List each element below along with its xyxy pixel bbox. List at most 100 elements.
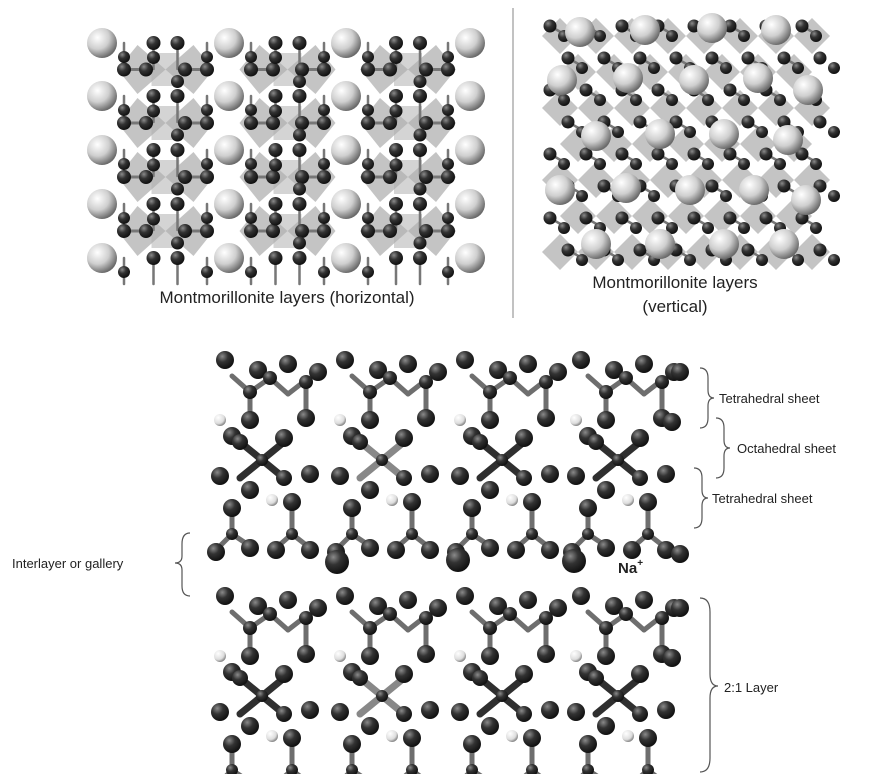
oxygen-atom bbox=[117, 170, 131, 184]
oxygen-atom bbox=[276, 706, 292, 722]
oxygen-atom bbox=[117, 116, 131, 130]
oxygen-atom bbox=[795, 19, 809, 33]
oxygen-atom bbox=[352, 670, 368, 686]
oxygen-atom bbox=[516, 706, 532, 722]
oxygen-atom bbox=[597, 179, 611, 193]
oxygen-atom bbox=[456, 351, 474, 369]
oxygen-atom bbox=[413, 89, 427, 103]
oxygen-atom bbox=[266, 62, 280, 77]
oxygen-atom bbox=[523, 493, 541, 511]
oxygen-atom bbox=[421, 541, 439, 559]
oxygen-atom bbox=[441, 224, 455, 238]
oxygen-atom bbox=[429, 599, 447, 617]
oxygen-atom bbox=[139, 116, 153, 130]
oxygen-atom bbox=[576, 62, 588, 74]
oxygen-atom bbox=[702, 158, 714, 170]
oxygen-atom bbox=[399, 355, 417, 373]
oxygen-atom bbox=[301, 465, 319, 483]
oxygen-atom bbox=[249, 597, 267, 615]
oxygen-atom bbox=[245, 266, 257, 278]
oxygen-atom bbox=[813, 179, 827, 193]
large-atom bbox=[455, 189, 485, 219]
oxygen-atom bbox=[828, 126, 840, 138]
oxygen-atom bbox=[200, 170, 214, 184]
large-atom bbox=[791, 185, 821, 215]
oxygen-atom bbox=[331, 467, 349, 485]
oxygen-atom bbox=[383, 371, 397, 385]
silicon-atom bbox=[582, 528, 594, 540]
large-atom bbox=[331, 243, 361, 273]
oxygen-atom bbox=[369, 597, 387, 615]
oxygen-atom bbox=[389, 212, 403, 226]
large-atom bbox=[761, 15, 791, 45]
bracket-2-1-layer bbox=[699, 597, 719, 773]
oxygen-atom bbox=[216, 351, 234, 369]
silicon-atom bbox=[466, 764, 478, 774]
oxygen-atom bbox=[630, 94, 642, 106]
oxygen-atom bbox=[631, 429, 649, 447]
oxygen-atom bbox=[244, 116, 258, 130]
oxygen-atom bbox=[687, 147, 701, 161]
oxygen-atom bbox=[170, 89, 185, 103]
hydrogen-atom bbox=[622, 730, 634, 742]
oxygen-atom bbox=[362, 266, 374, 278]
oxygen-atom bbox=[318, 266, 330, 278]
oxygen-atom bbox=[318, 212, 330, 224]
large-atom bbox=[709, 229, 739, 259]
oxygen-atom bbox=[605, 361, 623, 379]
oxygen-atom bbox=[597, 539, 615, 557]
oxygen-atom bbox=[299, 375, 313, 389]
silicon-atom bbox=[483, 621, 497, 635]
oxygen-atom bbox=[633, 51, 647, 65]
large-atom bbox=[613, 63, 643, 93]
oxygen-atom bbox=[561, 51, 575, 65]
oxygen-atom bbox=[249, 361, 267, 379]
oxygen-atom bbox=[395, 665, 413, 683]
large-atom bbox=[87, 28, 117, 58]
silicon-atom bbox=[406, 764, 418, 774]
oxygen-atom bbox=[442, 51, 454, 63]
hydrogen-atom bbox=[622, 494, 634, 506]
oxygen-atom bbox=[810, 30, 822, 42]
right-brackets bbox=[693, 367, 731, 773]
oxygen-atom bbox=[343, 499, 361, 517]
oxygen-atom bbox=[738, 30, 750, 42]
oxygen-atom bbox=[293, 182, 306, 196]
oxygen-atom bbox=[576, 254, 588, 266]
oxygen-atom bbox=[268, 197, 283, 211]
large-atom bbox=[793, 75, 823, 105]
oxygen-atom bbox=[558, 94, 570, 106]
oxygen-atom bbox=[361, 481, 379, 499]
large-atom bbox=[581, 121, 611, 151]
oxygen-atom bbox=[396, 706, 412, 722]
oxygen-atom bbox=[579, 499, 597, 517]
hydrogen-atom bbox=[570, 414, 582, 426]
oxygen-atom bbox=[543, 211, 557, 225]
oxygen-atom bbox=[515, 665, 533, 683]
large-atom bbox=[331, 28, 361, 58]
oxygen-atom bbox=[232, 670, 248, 686]
oxygen-atom bbox=[383, 170, 397, 184]
oxygen-atom bbox=[200, 116, 214, 130]
horizontal-caption: Montmorillonite layers (horizontal) bbox=[159, 288, 414, 307]
large-atom bbox=[214, 189, 244, 219]
oxygen-atom bbox=[774, 94, 786, 106]
large-atom bbox=[769, 229, 799, 259]
oxygen-atom bbox=[579, 147, 593, 161]
oxygen-atom bbox=[178, 116, 192, 130]
oxygen-atom bbox=[292, 143, 307, 157]
oxygen-atom bbox=[241, 481, 259, 499]
oxygen-atom bbox=[343, 735, 361, 753]
oxygen-atom bbox=[537, 645, 555, 663]
hydrogen-atom bbox=[214, 414, 226, 426]
oxygen-atom bbox=[481, 647, 499, 665]
oxygen-atom bbox=[635, 355, 653, 373]
oxygen-atom bbox=[759, 211, 773, 225]
oxygen-atom bbox=[269, 104, 282, 118]
silicon-atom bbox=[483, 385, 497, 399]
oxygen-atom bbox=[361, 539, 379, 557]
horizontal-structure bbox=[87, 28, 485, 286]
oxygen-atom bbox=[615, 147, 629, 161]
large-atom bbox=[547, 65, 577, 95]
